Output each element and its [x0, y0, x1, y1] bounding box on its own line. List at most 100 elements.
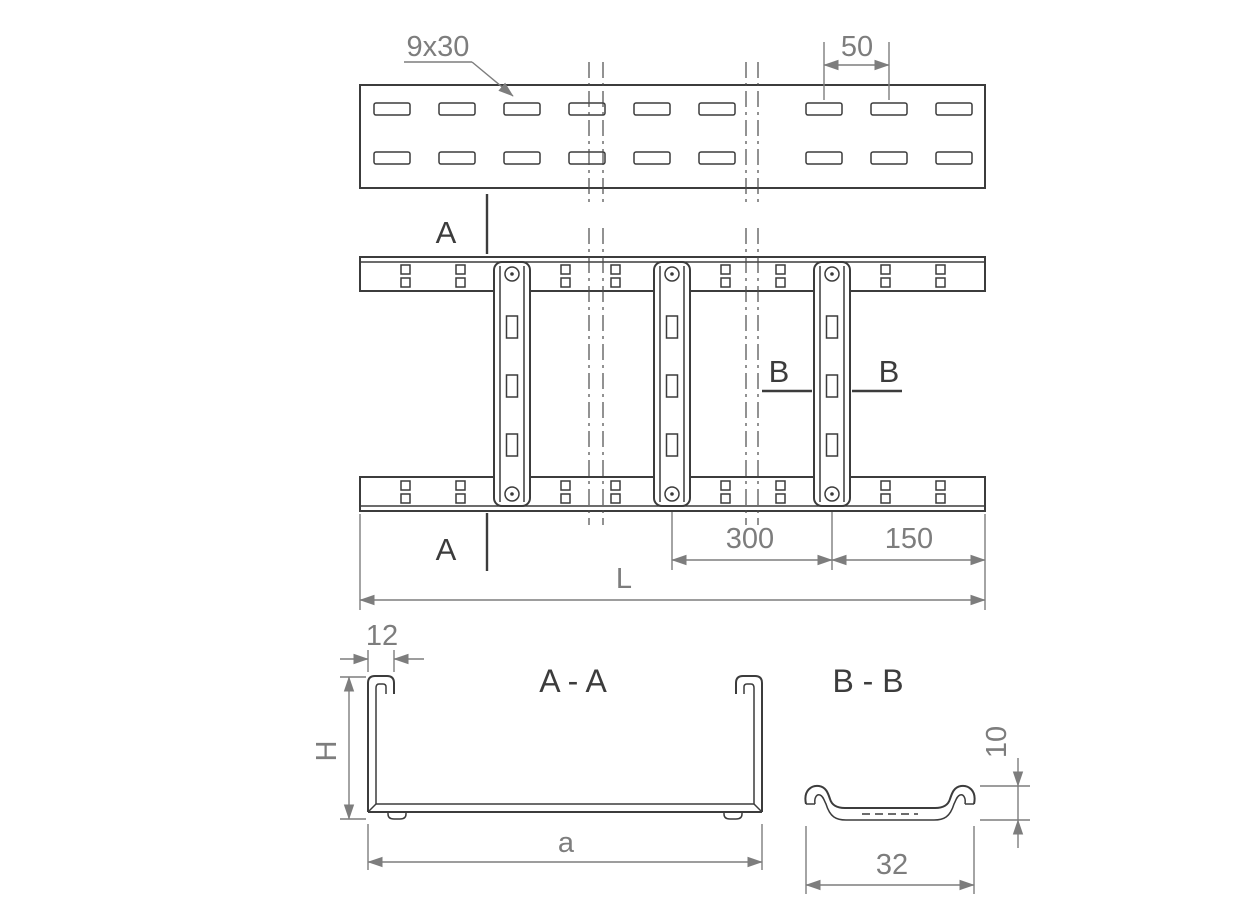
section-bb: B - B 10 32	[804, 663, 1030, 894]
square-hole	[775, 277, 786, 288]
section-aa: A - A 12 H	[311, 620, 763, 870]
width-dimension: a	[367, 824, 763, 870]
slot-hole	[870, 151, 908, 165]
slot-hole	[935, 102, 973, 116]
floor-bend-left	[367, 803, 377, 813]
slot-hole	[805, 151, 843, 165]
pitch-dim-text: 50	[841, 31, 873, 63]
square-hole	[880, 493, 891, 504]
slot-size-callout: 9x30	[404, 31, 514, 97]
square-hole	[935, 277, 946, 288]
slot-hole	[698, 102, 736, 116]
square-hole	[935, 480, 946, 491]
square-hole	[400, 480, 411, 491]
slot-hole	[633, 151, 671, 165]
plan-dimensions: 300 150 L	[359, 512, 986, 610]
square-hole	[775, 493, 786, 504]
square-hole	[400, 264, 411, 275]
square-hole	[775, 264, 786, 275]
slot-hole	[503, 102, 541, 116]
leader-arrow	[471, 61, 514, 97]
square-hole	[880, 277, 891, 288]
square-hole	[455, 493, 466, 504]
rung	[493, 261, 531, 507]
square-hole	[775, 480, 786, 491]
slot-hole	[698, 151, 736, 165]
square-hole	[720, 480, 731, 491]
section-bb-title: B - B	[832, 663, 903, 699]
section-aa-title: A - A	[539, 663, 607, 699]
slot-hole	[870, 102, 908, 116]
square-hole	[560, 277, 571, 288]
slot-hole	[805, 102, 843, 116]
section-marks: A A B B	[436, 194, 902, 571]
slot-row-bottom	[373, 151, 973, 165]
section-aa-profile	[367, 675, 763, 820]
left-wall-inner	[375, 683, 387, 804]
break-lines	[588, 62, 759, 525]
square-hole	[880, 264, 891, 275]
square-hole	[720, 493, 731, 504]
square-hole	[400, 277, 411, 288]
slot-hole	[568, 151, 606, 165]
square-hole	[720, 264, 731, 275]
square-hole	[560, 480, 571, 491]
plan-view	[359, 256, 986, 512]
rung	[813, 261, 851, 507]
section-b-label-left: B	[769, 354, 790, 389]
square-hole	[610, 264, 621, 275]
square-hole	[610, 277, 621, 288]
square-hole	[455, 480, 466, 491]
square-hole	[560, 264, 571, 275]
rung-width-dimension: 32	[805, 826, 975, 894]
rail-side-outline	[359, 84, 986, 189]
foot-left	[387, 812, 407, 820]
square-hole	[400, 493, 411, 504]
slot-hole	[373, 102, 411, 116]
square-hole	[560, 493, 571, 504]
square-hole	[610, 480, 621, 491]
section-a-label-top: A	[436, 215, 457, 250]
square-hole	[720, 277, 731, 288]
square-hole	[935, 264, 946, 275]
section-a-label-bottom: A	[436, 532, 457, 567]
slot-hole	[568, 102, 606, 116]
height-dimension: H	[311, 676, 366, 820]
square-hole	[880, 480, 891, 491]
rung-spacing-dim-text: 300	[726, 523, 774, 555]
rung-profile-outer	[804, 784, 976, 809]
end-spacing-dim-text: 150	[885, 523, 933, 555]
flange-dim-text: 12	[366, 620, 398, 652]
width-dim-text: a	[558, 827, 575, 859]
square-hole	[455, 264, 466, 275]
square-hole	[610, 493, 621, 504]
slot-hole	[935, 151, 973, 165]
side-view: 9x30 50	[359, 31, 986, 189]
flange-dimension: 12	[340, 620, 424, 672]
pitch-dimension: 50	[823, 31, 890, 100]
left-wall-outer	[367, 675, 395, 812]
right-wall-inner	[743, 683, 755, 804]
floor-bend-right	[753, 803, 763, 813]
slot-hole	[438, 151, 476, 165]
rung-profile-inner	[814, 794, 966, 821]
slot-hole	[503, 151, 541, 165]
square-hole	[935, 493, 946, 504]
square-hole	[455, 277, 466, 288]
slot-hole	[438, 102, 476, 116]
slot-hole	[633, 102, 671, 116]
section-b-label-right: B	[879, 354, 900, 389]
rung-height-dimension: 10	[980, 726, 1030, 848]
length-dim-text: L	[616, 563, 632, 595]
slot-row-top	[373, 102, 973, 116]
height-dim-text: H	[311, 741, 343, 762]
foot-right	[723, 812, 743, 820]
rung	[653, 261, 691, 507]
slot-size-label: 9x30	[407, 31, 470, 63]
slot-hole	[373, 151, 411, 165]
rung-height-dim-text: 10	[981, 726, 1013, 758]
rung-width-dim-text: 32	[876, 849, 908, 881]
section-bb-profile	[804, 784, 976, 821]
